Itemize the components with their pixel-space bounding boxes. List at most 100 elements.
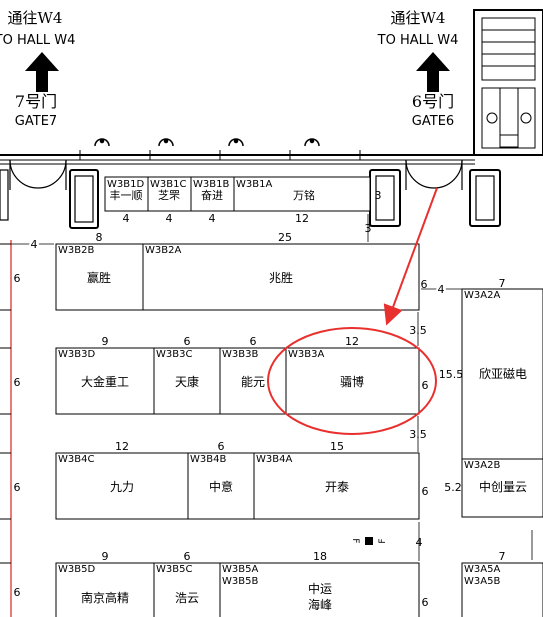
booth-w3b4c[interactable]: [55, 452, 189, 520]
booth-name: 万铭: [293, 188, 315, 202]
booth-code: W3B1D: [107, 179, 144, 190]
dimension-label: 6: [14, 481, 21, 494]
dimension-label: 6: [14, 272, 21, 285]
booth-code: W3B1C: [150, 179, 186, 190]
booth-code: W3B5B: [222, 576, 258, 587]
booth-name: 开泰: [325, 480, 349, 494]
dimension-label: 6: [14, 586, 21, 599]
dimension-label: 8: [96, 231, 103, 244]
row2: W3B2B 赢胜 W3B2A 兆胜 8 25 6 6: [14, 231, 428, 311]
dimension-label: 12: [115, 440, 129, 453]
booth-w3a5ab[interactable]: [461, 562, 543, 617]
booth-name: 天康: [175, 374, 199, 389]
booth-w3b5d[interactable]: [55, 562, 155, 617]
booth-w3b5c[interactable]: [153, 562, 221, 617]
booth-name: 赢胜: [87, 270, 111, 285]
booth-code: W3B1B: [193, 179, 229, 190]
booth-code: W3B2A: [145, 245, 181, 256]
booth-name: 南京高精: [81, 590, 129, 605]
booth-w3b4a[interactable]: [253, 452, 420, 520]
booth-w3b1d[interactable]: [104, 176, 149, 212]
dimension-label: 4: [166, 212, 173, 225]
booth-name: 欣亚磁电: [479, 366, 527, 381]
booth-name: 九力: [110, 480, 134, 494]
booth-code: W3B4A: [256, 454, 292, 465]
left-edge-booths: [0, 243, 11, 564]
dimension-label: 12: [295, 212, 309, 225]
gate7-to-en: TO HALL W4: [0, 33, 75, 48]
booth-code: W3B2B: [58, 245, 94, 256]
gate6-arrow-icon: [416, 52, 450, 92]
booth-name: 中运: [308, 581, 332, 596]
dimension-label: 4: [438, 283, 445, 296]
booth-code: W3B3D: [58, 349, 95, 360]
dimension-label: 15: [330, 440, 344, 453]
booth-w3b2a[interactable]: [142, 243, 420, 311]
dimension-label: 12: [345, 335, 359, 348]
dimension-label: 4: [209, 212, 216, 225]
dimension-label: 7: [499, 550, 506, 563]
gate7-cn: 7号门: [15, 92, 57, 111]
highlight-circle: [267, 327, 437, 435]
booth-w3b3a[interactable]: [285, 347, 420, 415]
dimension-label: 9: [102, 335, 109, 348]
booth-name: 中意: [209, 479, 233, 494]
dimension-label: 6: [14, 376, 21, 389]
booth-code: W3B5D: [58, 564, 95, 575]
east-booths: 7 W3A2A 欣亚磁电 15.5 W3A2B 中创量云 5.2 7 W3A5A…: [439, 277, 543, 617]
booth-w3b3d[interactable]: [55, 347, 155, 415]
dimension-label: 6: [421, 278, 428, 291]
dimension-label: 15.5: [439, 368, 464, 381]
dimension-label: 6: [250, 335, 257, 348]
gate7-en: GATE7: [15, 114, 57, 129]
row3: W3B3D 大金重工 W3B3C 天康 W3B3B 能元 W3B3A 骦博 9 …: [14, 335, 429, 415]
fire-hydrant-icon: F F: [350, 537, 388, 545]
dimension-label: 6: [184, 550, 191, 563]
booth-w3b1c[interactable]: [147, 176, 192, 212]
dimension-label: 3: [375, 189, 382, 202]
booth-w3a2a[interactable]: [461, 288, 543, 460]
wall-fixture-icons: [94, 138, 320, 147]
booth-w3b2b[interactable]: [55, 243, 144, 311]
booth-code: W3A5A: [464, 564, 500, 575]
gate6-en: GATE6: [412, 114, 454, 129]
booth-code: W3B3B: [222, 349, 258, 360]
dimension-label: 6: [422, 485, 429, 498]
booth-code: W3A5B: [464, 576, 500, 587]
gate6-to-cn: 通往W4: [391, 9, 446, 27]
booth-w3b1b[interactable]: [190, 176, 235, 212]
booth-w3b5ab[interactable]: [219, 562, 420, 617]
gate7-arrow-icon: [25, 52, 59, 92]
dimension-label: 5.2: [444, 481, 462, 494]
booth-name: 浩云: [175, 591, 199, 605]
booth-w3b1a[interactable]: [233, 176, 371, 212]
gate6-cn: 6号门: [412, 92, 454, 111]
dimension-label: 6: [184, 335, 191, 348]
booth-code: W3B4B: [190, 454, 226, 465]
dimension-label: 25: [278, 231, 292, 244]
booth-code: W3B4C: [58, 454, 94, 465]
dimension-label: 6: [422, 379, 429, 392]
booth-code: W3A2B: [464, 460, 500, 471]
dimension-label: 18: [313, 550, 327, 563]
dimension-label: 6: [218, 440, 225, 453]
svg-text:F: F: [378, 538, 388, 543]
booth-code: W3B1A: [236, 179, 272, 190]
gate7-to-cn: 通往W4: [8, 9, 63, 27]
booth-code: W3B3A: [288, 349, 324, 360]
row5: W3B5D 南京高精 W3B5C 浩云 W3B5A W3B5B 中运 海峰 9 …: [14, 550, 429, 617]
booth-w3b3c[interactable]: [153, 347, 221, 415]
booth-name: 海峰: [308, 597, 332, 612]
gate6-to-en: TO HALL W4: [377, 33, 459, 48]
booth-w3a2b[interactable]: [461, 458, 543, 518]
dimension-label: 7: [499, 277, 506, 290]
booth-name: 大金重工: [81, 374, 129, 389]
gate6-label-group: 通往W4 TO HALL W4 6号门 GATE6: [377, 9, 459, 129]
booth-name: 丰一顺: [110, 189, 143, 202]
highlight-arrow: [383, 187, 438, 326]
booth-name: 能元: [241, 375, 265, 389]
booth-w3b4b[interactable]: [187, 452, 255, 520]
row1: W3B1D 丰一顺 W3B1C 芝罘 W3B1B 奋进 W3B1A 万铭 4 4…: [104, 176, 371, 225]
dimension-label: 6: [422, 596, 429, 609]
booth-name: 兆胜: [269, 270, 293, 285]
